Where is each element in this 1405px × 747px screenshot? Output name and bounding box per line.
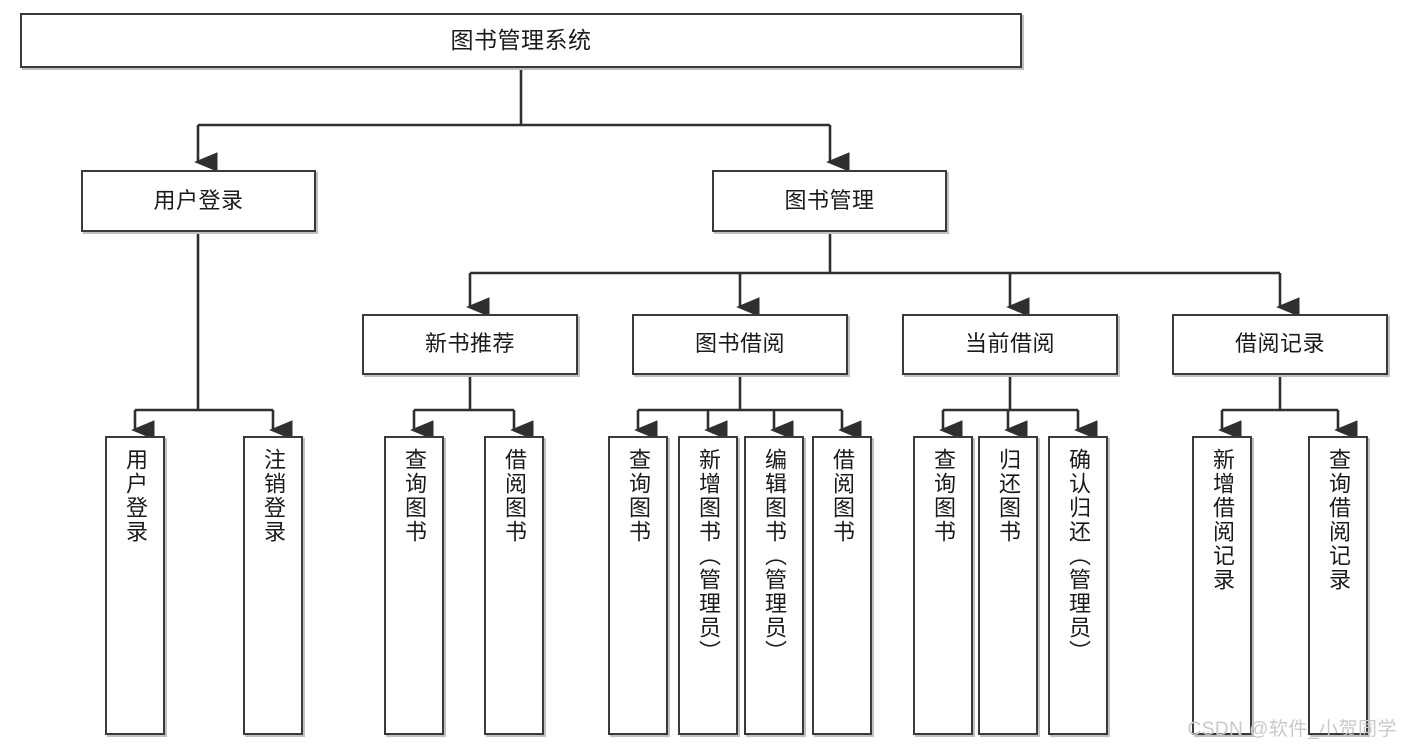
leaf-borrow-query-book[interactable]: 查询图书 <box>608 436 668 735</box>
leaf-recommend-borrow-book[interactable]: 借阅图书 <box>484 436 544 735</box>
watermark: CSDN @软件_小贺同学 <box>1187 719 1397 740</box>
node-label: 图书管理系统 <box>450 26 592 53</box>
node-new-book-recommend[interactable]: 新书推荐 <box>362 314 578 375</box>
node-label: 图书管理 <box>784 187 875 213</box>
node-label: 查询借阅记录 <box>1325 448 1351 592</box>
node-label: 确认归还（管理员） <box>1065 448 1091 664</box>
node-label: 借阅图书 <box>501 448 527 544</box>
node-label: 新书推荐 <box>424 331 515 357</box>
node-label: 编辑图书（管理员） <box>761 448 787 664</box>
leaf-records-add-record[interactable]: 新增借阅记录 <box>1192 436 1252 735</box>
node-book-borrow[interactable]: 图书借阅 <box>632 314 848 375</box>
node-borrow-records[interactable]: 借阅记录 <box>1172 314 1388 375</box>
node-label: 注销登录 <box>260 448 286 544</box>
node-label: 用户登录 <box>153 187 244 213</box>
leaf-user-login-signout[interactable]: 注销登录 <box>243 436 303 735</box>
leaf-borrow-edit-book-admin[interactable]: 编辑图书（管理员） <box>744 436 804 735</box>
node-label: 归还图书 <box>995 448 1021 544</box>
node-label: 查询图书 <box>930 448 956 544</box>
node-label: 借阅记录 <box>1234 331 1325 357</box>
leaf-current-confirm-return-admin[interactable]: 确认归还（管理员） <box>1048 436 1108 735</box>
node-label: 图书借阅 <box>694 331 785 357</box>
node-label: 查询图书 <box>401 448 427 544</box>
leaf-user-login-signin[interactable]: 用户登录 <box>105 436 165 735</box>
node-label: 新增图书（管理员） <box>695 448 721 664</box>
node-current-borrow[interactable]: 当前借阅 <box>902 314 1118 375</box>
leaf-current-query-book[interactable]: 查询图书 <box>913 436 973 735</box>
node-label: 当前借阅 <box>964 331 1055 357</box>
node-root-system[interactable]: 图书管理系统 <box>20 13 1022 68</box>
node-book-management[interactable]: 图书管理 <box>712 170 947 232</box>
leaf-current-return-book[interactable]: 归还图书 <box>978 436 1038 735</box>
node-label: 用户登录 <box>122 448 148 544</box>
leaf-borrow-borrow-book[interactable]: 借阅图书 <box>812 436 872 735</box>
node-label: 借阅图书 <box>829 448 855 544</box>
node-label: 查询图书 <box>625 448 651 544</box>
node-user-login[interactable]: 用户登录 <box>81 170 316 232</box>
leaf-recommend-query-book[interactable]: 查询图书 <box>384 436 444 735</box>
leaf-borrow-add-book-admin[interactable]: 新增图书（管理员） <box>678 436 738 735</box>
leaf-records-query-record[interactable]: 查询借阅记录 <box>1308 436 1368 735</box>
node-label: 新增借阅记录 <box>1209 448 1235 592</box>
